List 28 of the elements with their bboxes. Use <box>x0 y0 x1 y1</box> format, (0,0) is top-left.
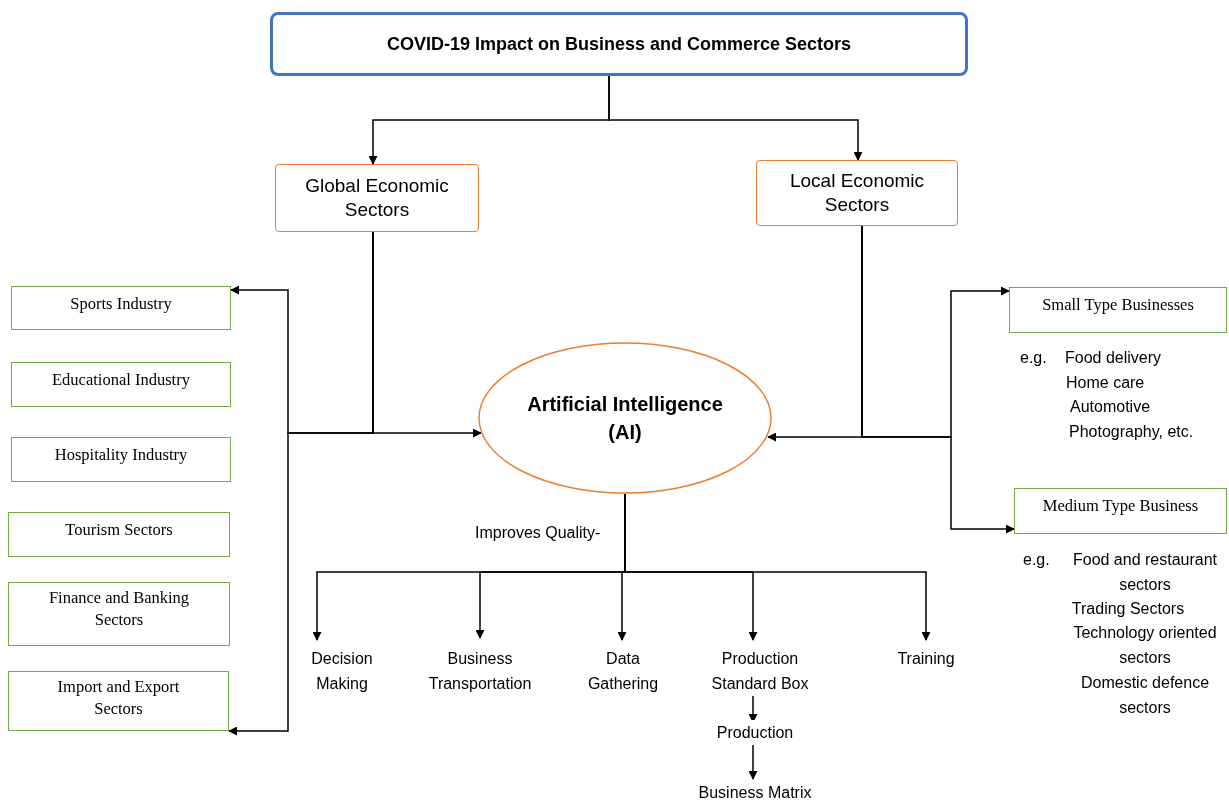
arrow <box>228 231 374 736</box>
example-text: Domestic defence sectors <box>1079 673 1211 718</box>
title-box: COVID-19 Impact on Business and Commerce Sectors <box>270 12 968 76</box>
arrow <box>861 225 1015 534</box>
example-text: Food and restaurant sectors <box>1071 550 1219 595</box>
example-text: Technology oriented sectors <box>1072 623 1218 668</box>
category-box: Educational Industry <box>11 362 231 407</box>
category-box: Sports Industry <box>11 286 231 330</box>
sector-box: Global Economic Sectors <box>275 164 479 232</box>
arrow <box>748 744 758 780</box>
example-text: Automotive <box>1070 397 1151 417</box>
category-box: Import and Export Sectors <box>8 671 229 731</box>
category-box: Small Type Businesses <box>1009 287 1227 333</box>
example-text: Trading Sectors <box>1070 599 1186 619</box>
sector-box: Local Economic Sectors <box>756 160 958 226</box>
ai-ellipse: Artificial Intelligence (AI) <box>478 342 772 494</box>
example-text: Photography, etc. <box>1069 422 1194 442</box>
category-box: Tourism Sectors <box>8 512 230 557</box>
annotation-text: Improves Quality- <box>475 524 601 542</box>
example-prefix: e.g. <box>1023 550 1050 570</box>
example-text: Home care <box>1066 373 1145 393</box>
example-prefix: e.g. <box>1020 348 1047 368</box>
arrow <box>748 695 758 723</box>
category-box: Medium Type Business <box>1014 488 1227 534</box>
arrow <box>608 75 863 161</box>
example-text: Food delivery <box>1065 348 1162 368</box>
category-box: Finance and Banking Sectors <box>8 582 230 646</box>
category-box: Hospitality Industry <box>11 437 231 482</box>
